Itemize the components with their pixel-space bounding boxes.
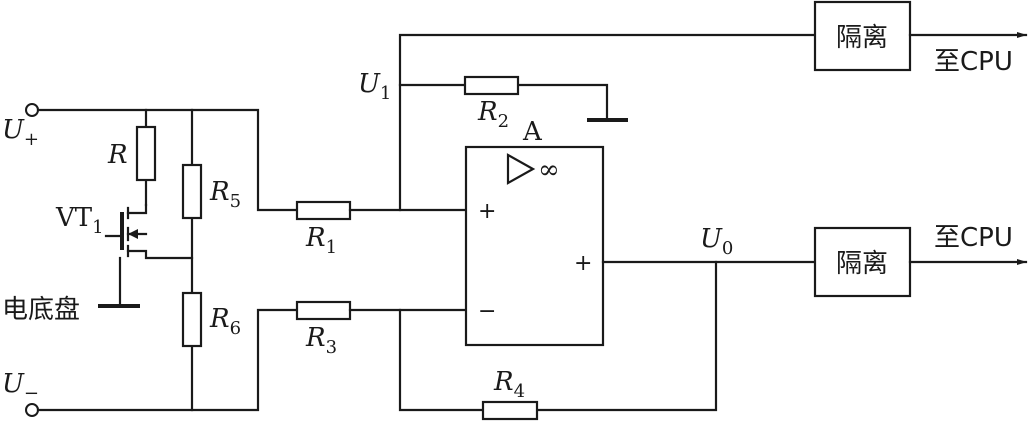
label-r6: R6	[209, 304, 241, 339]
resistor-r	[135, 125, 157, 182]
label-isolator-top: 隔离	[836, 23, 888, 53]
resistor-r5	[181, 163, 203, 220]
label-u0: U0	[700, 224, 733, 259]
label-r: R	[107, 140, 128, 170]
label-amp-output-sign: +	[574, 251, 592, 276]
wire-r2	[398, 83, 609, 122]
label-r1: R1	[305, 223, 337, 258]
resistor-r3	[295, 300, 352, 321]
label-chassis: 电底盘	[2, 295, 80, 325]
infinity-icon: ∞	[538, 155, 560, 185]
label-r3: R3	[305, 323, 337, 358]
label-r5: R5	[209, 177, 241, 212]
wire-u1-riser	[398, 33, 817, 212]
label-r2: R2	[477, 97, 509, 132]
isolator-bottom	[813, 226, 912, 298]
label-amp-a: A	[522, 117, 543, 147]
resistor-r1	[295, 200, 352, 221]
resistor-r4	[481, 400, 539, 421]
u-plus-terminal	[25, 103, 39, 117]
label-isolator-bottom: 隔离	[836, 249, 888, 279]
label-amp-plus: +	[478, 199, 496, 224]
resistor-r6	[181, 291, 203, 348]
label-amp-minus: −	[478, 299, 496, 324]
wire-bottom-rail	[36, 308, 299, 412]
label-u1: U1	[358, 69, 391, 104]
resistor-r2	[463, 75, 520, 96]
mosfet-vt1	[104, 203, 194, 260]
wire-top-rail	[36, 108, 299, 212]
opamp-triangle-icon	[506, 153, 536, 185]
label-u-minus: U−	[2, 369, 39, 404]
label-vt1: VT1	[55, 203, 104, 238]
opamp-a	[464, 145, 605, 347]
label-to-cpu-bottom: 至CPU	[934, 223, 1013, 253]
wire-feedback	[398, 260, 718, 412]
isolator-top	[813, 0, 912, 72]
label-r4: R4	[493, 367, 525, 402]
label-to-cpu-top: 至CPU	[934, 47, 1013, 77]
u-minus-terminal	[25, 403, 39, 417]
label-u-plus: U+	[2, 115, 39, 150]
